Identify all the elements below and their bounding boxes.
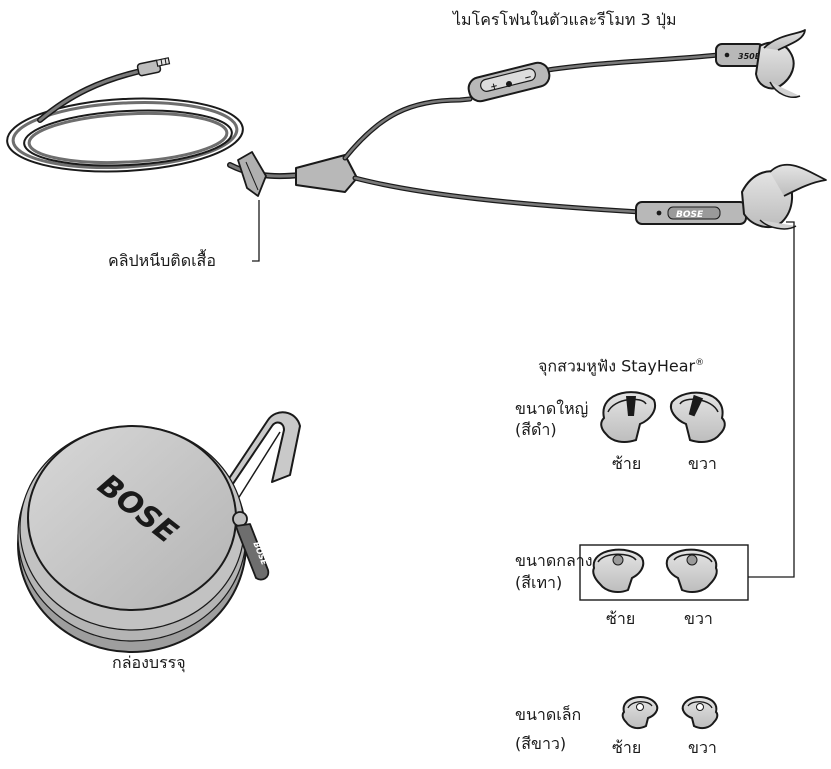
label-large-color: (สีดำ) <box>515 419 557 440</box>
label-medium-left: ซ้าย <box>606 609 635 629</box>
label-eartips-title: จุกสวมหูฟัง StayHear® <box>538 353 704 376</box>
cable-assembly: + − <box>5 55 718 261</box>
label-large-left: ซ้าย <box>612 454 641 474</box>
label-small-left: ซ้าย <box>612 738 641 758</box>
earbud-upper: 350B <box>716 30 805 97</box>
label-case: กล่องบรรจุ <box>112 653 186 673</box>
eartip-medium-left <box>593 550 643 592</box>
eartip-large-left <box>601 392 655 442</box>
label-small-right: ขวา <box>688 738 717 758</box>
label-mic-remote: ไมโครโฟนในตัวและรีโมท 3 ปุ่ม <box>453 10 677 30</box>
label-clip: คลิปหนีบติดเสื้อ <box>108 251 216 271</box>
label-large-size: ขนาดใหญ่ <box>515 398 588 419</box>
eartip-large-right <box>671 393 725 442</box>
eartips-title-text: จุกสวมหูฟัง StayHear <box>538 356 695 375</box>
carry-case: BOSE BOSE <box>18 412 300 652</box>
eartip-small-left <box>623 697 658 728</box>
eartip-leader-line <box>748 222 794 577</box>
audio-plug <box>137 58 169 76</box>
label-small-size: ขนาดเล็ก <box>515 704 581 725</box>
label-large-right: ขวา <box>688 454 717 474</box>
label-medium-size: ขนาดกลาง <box>515 550 593 571</box>
shirt-clip <box>238 152 266 196</box>
eartip-medium-right <box>667 550 717 592</box>
y-splitter <box>296 155 357 192</box>
cable-coil <box>5 93 244 177</box>
registered-mark: ® <box>695 358 704 368</box>
earbud-lower: BOSE <box>636 165 826 229</box>
inline-remote: + − <box>466 60 551 103</box>
label-medium-color: (สีเทา) <box>515 572 562 593</box>
label-medium-right: ขวา <box>684 609 713 629</box>
eartip-small-right <box>683 697 718 728</box>
label-small-color: (สีขาว) <box>515 733 566 754</box>
bose-logo-earbud: BOSE <box>676 210 704 220</box>
